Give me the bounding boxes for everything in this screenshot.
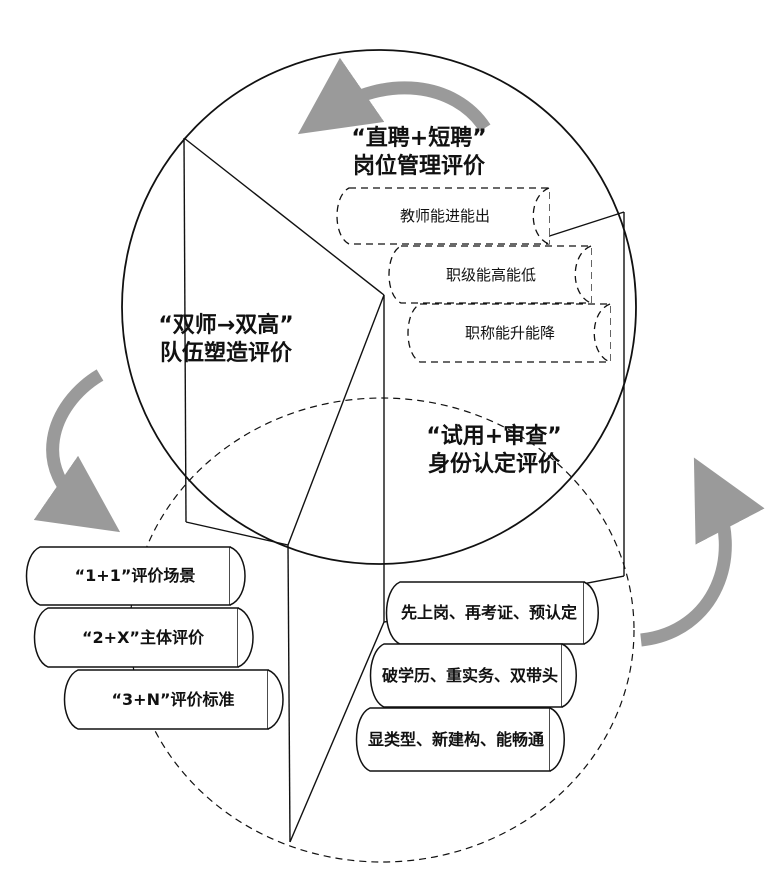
identity-title: “试用+审查” (426, 424, 562, 449)
team-scroll-label: “2+X”主体评价 (82, 628, 204, 647)
identity-scroll-label: 破学历、重实务、双带头 (382, 666, 559, 685)
team-scroll-label: “3+N”评价标准 (111, 690, 235, 709)
team-building-subtitle: 队伍塑造评价 (159, 341, 292, 366)
team-building-heading: “双师→双高” 队伍塑造评价 (146, 312, 306, 368)
post-scroll-label: 教师能进能出 (399, 207, 490, 225)
post-management-subtitle: 岗位管理评价 (352, 154, 485, 179)
curved-arrow-icon (33, 57, 765, 647)
post-scroll-label: 职称能升能降 (464, 324, 555, 342)
identity-scrolls (355, 581, 599, 772)
post-management-title: “直聘+短聘” (351, 126, 487, 151)
identity-heading: “试用+审查” 身份认定评价 (414, 423, 574, 479)
post-scroll-label: 职级能高能低 (445, 266, 536, 284)
team-scroll-label: “1+1”评价场景 (74, 566, 196, 585)
post-scrolls (336, 187, 611, 363)
upper-circle (121, 49, 637, 565)
identity-subtitle: 身份认定评价 (427, 452, 560, 477)
identity-scroll-label: 显类型、新建构、能畅通 (367, 730, 544, 749)
post-management-heading: “直聘+短聘” 岗位管理评价 (334, 125, 504, 181)
team-scrolls (25, 546, 284, 730)
team-building-title: “双师→双高” (158, 313, 294, 338)
identity-scroll-label: 先上岗、再考证、预认定 (400, 603, 577, 622)
